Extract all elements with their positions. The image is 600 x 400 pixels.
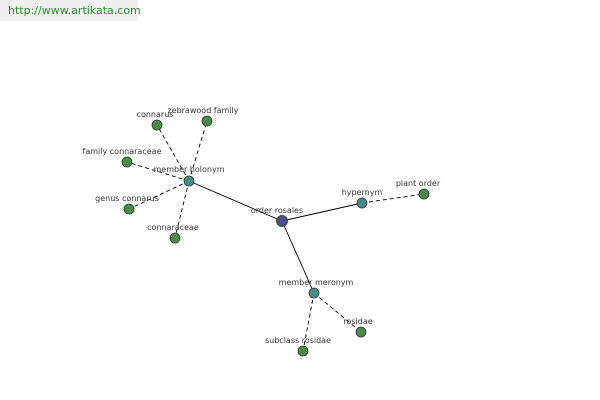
node-dot-subclass-rosidae[interactable] [297, 345, 309, 357]
node-rosidae[interactable]: rosidae [343, 317, 373, 338]
node-connarus[interactable]: connarus [137, 110, 174, 131]
node-dot-family-connaraceae[interactable] [121, 156, 133, 168]
node-label-member-meronym: member meronym [279, 278, 354, 287]
site-url-link[interactable]: http://www.artikata.com [8, 4, 141, 17]
node-label-zebrawood-family: zebrawood family [167, 106, 238, 115]
edge-member-holonym-to-connaraceae [174, 180, 190, 239]
node-dot-hypernym[interactable] [356, 197, 368, 209]
node-dot-connarus[interactable] [151, 119, 163, 131]
node-label-connarus: connarus [137, 110, 174, 119]
node-dot-member-meronym[interactable] [308, 287, 320, 299]
node-label-family-connaraceae: family connaraceae [83, 147, 162, 156]
node-member-meronym[interactable]: member meronym [279, 278, 354, 299]
edges-layer [126, 120, 425, 352]
nodes-layer: order rosales member holonym hypernym membe… [83, 106, 441, 357]
node-dot-genus-connarus[interactable] [123, 203, 135, 215]
node-dot-rosidae[interactable] [355, 326, 367, 338]
edge-order-rosales-to-member-meronym [281, 220, 315, 294]
node-connaraceae[interactable]: connaraceae [147, 223, 199, 244]
node-member-holonym[interactable]: member holonym [153, 165, 225, 187]
edge-order-rosales-to-hypernym [281, 202, 363, 222]
edge-member-holonym-to-family-connaraceae [126, 161, 190, 182]
node-dot-zebrawood-family[interactable] [201, 115, 213, 127]
node-dot-member-holonym[interactable] [183, 175, 195, 187]
node-label-hypernym: hypernym [342, 188, 383, 197]
node-label-order-rosales: order rosales [251, 206, 303, 215]
node-hypernym[interactable]: hypernym [342, 188, 383, 209]
edge-member-holonym-to-connarus [156, 124, 190, 182]
edge-hypernym-to-plant-order [361, 193, 425, 204]
node-order-rosales[interactable]: order rosales [251, 206, 303, 227]
node-genus-connarus[interactable]: genus connarus [95, 194, 159, 215]
node-dot-connaraceae[interactable] [169, 232, 181, 244]
node-dot-order-rosales[interactable] [276, 215, 288, 227]
edge-member-meronym-to-rosidae [313, 292, 362, 333]
node-family-connaraceae[interactable]: family connaraceae [83, 147, 162, 168]
edge-order-rosales-to-member-holonym [188, 180, 283, 222]
url-bar: http://www.artikata.com [0, 0, 141, 21]
node-dot-plant-order[interactable] [418, 188, 430, 200]
node-label-subclass-rosidae: subclass rosidae [265, 336, 331, 345]
node-label-rosidae: rosidae [343, 317, 372, 326]
node-plant-order[interactable]: plant order [396, 179, 441, 200]
node-label-genus-connarus: genus connarus [95, 194, 159, 203]
node-subclass-rosidae[interactable]: subclass rosidae [265, 336, 331, 357]
node-label-plant-order: plant order [396, 179, 441, 188]
node-label-member-holonym: member holonym [153, 165, 224, 174]
edge-member-meronym-to-subclass-rosidae [302, 292, 315, 352]
edge-member-holonym-to-zebrawood-family [188, 120, 208, 182]
node-zebrawood-family[interactable]: zebrawood family [167, 106, 239, 127]
node-label-connaraceae: connaraceae [147, 223, 199, 232]
